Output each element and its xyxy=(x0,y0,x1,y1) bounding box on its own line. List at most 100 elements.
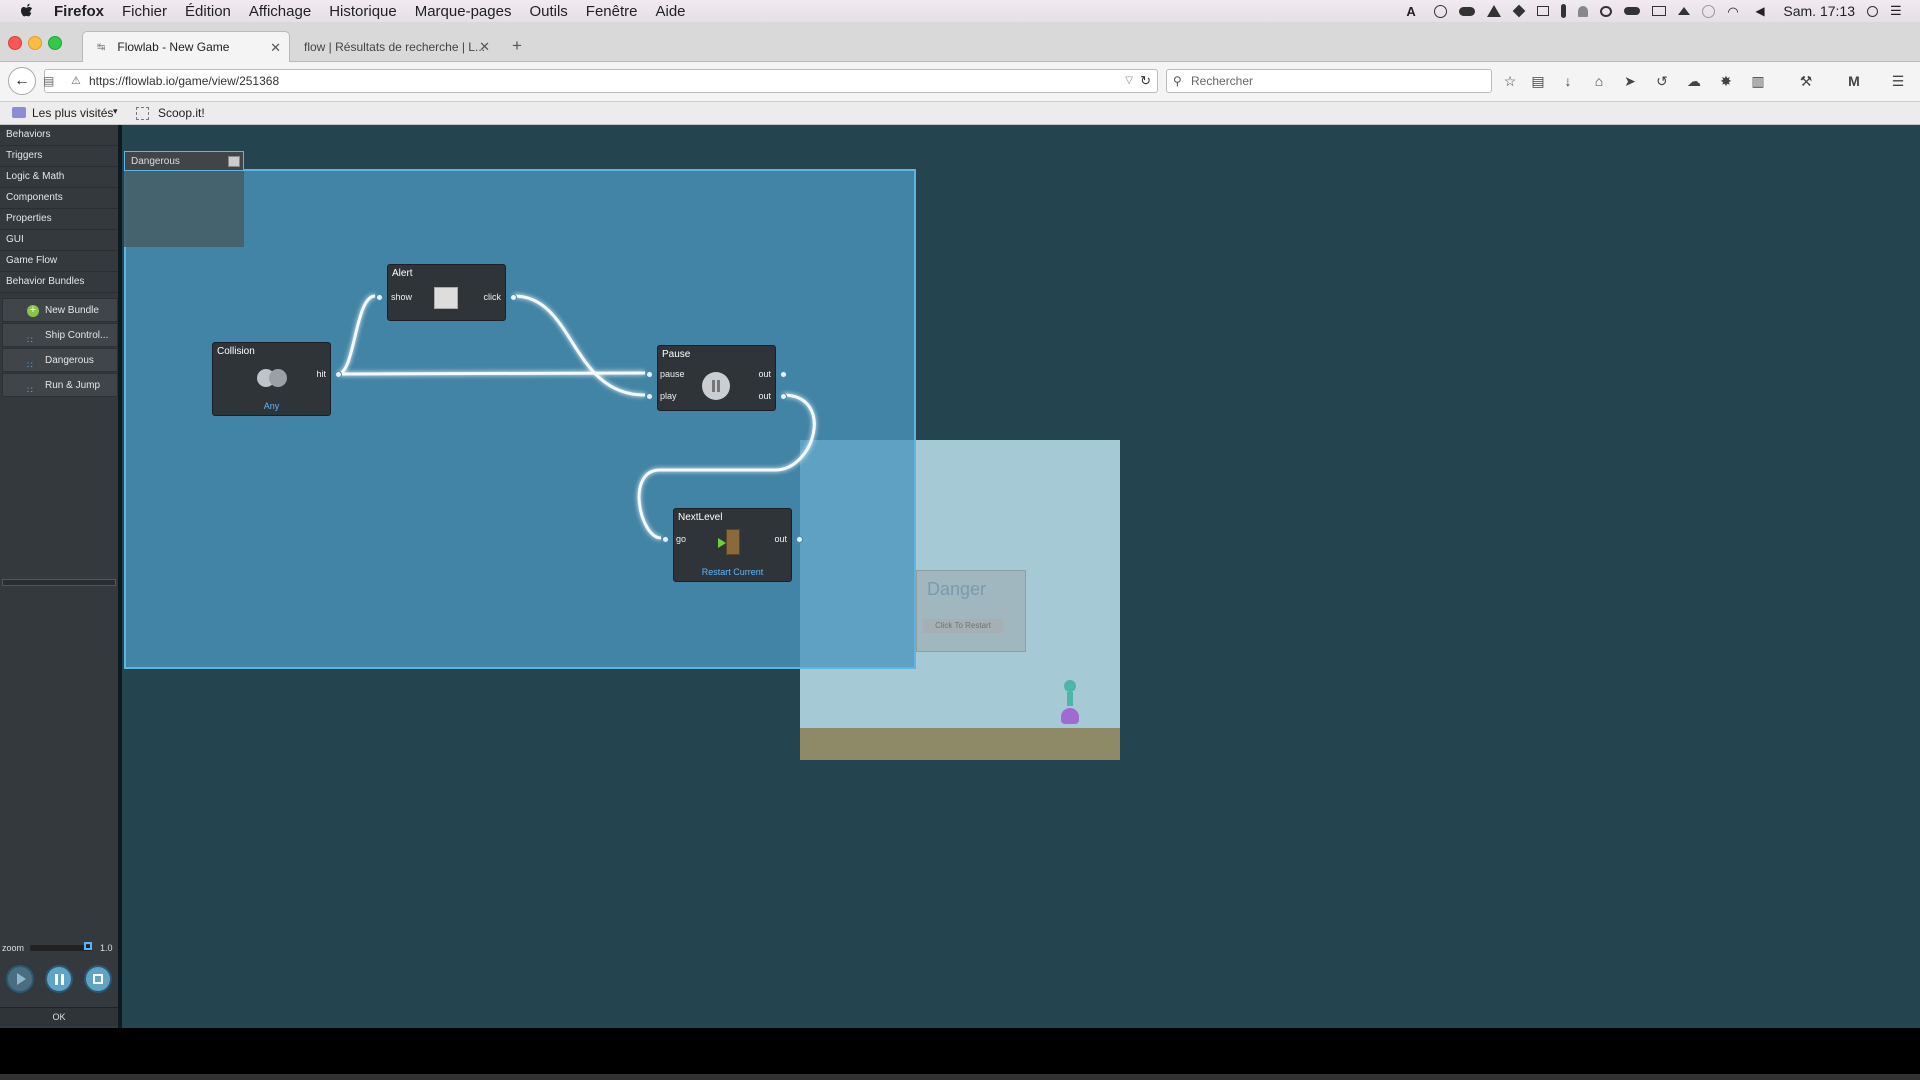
category-triggers[interactable]: Triggers xyxy=(0,146,120,167)
category-logic-math[interactable]: Logic & Math xyxy=(0,167,120,188)
input-dot-play[interactable] xyxy=(646,393,653,400)
collapse-icon[interactable] xyxy=(228,156,240,167)
input-dot-pause[interactable] xyxy=(646,371,653,378)
pause-button[interactable] xyxy=(45,965,73,993)
menu-app-name[interactable]: Firefox xyxy=(54,2,105,20)
bundle-run-jump[interactable]: ∷ Run & Jump xyxy=(2,373,118,397)
icloud-icon[interactable] xyxy=(1624,7,1641,15)
bookmark-most-visited[interactable]: Les plus visités xyxy=(32,106,114,120)
close-window-button[interactable] xyxy=(8,36,22,50)
security-warning-icon[interactable]: ⚠ xyxy=(71,75,81,87)
input-dot[interactable] xyxy=(376,294,383,301)
cloud-icon[interactable] xyxy=(1459,6,1476,16)
creative-cloud-icon[interactable] xyxy=(1600,5,1613,17)
extension-icon[interactable]: ✸ xyxy=(1720,73,1732,89)
bookmark-scoopit[interactable]: Scoop.it! xyxy=(158,106,205,120)
new-tab-icon[interactable]: + xyxy=(512,36,522,55)
restart-button[interactable]: Click To Restart xyxy=(923,619,1003,633)
category-behaviors[interactable]: Behaviors xyxy=(0,125,120,146)
downloads-icon[interactable]: ↓ xyxy=(1564,73,1572,89)
browser-nav-bar: ← ▤ ⚠ https://flowlab.io/game/view/25136… xyxy=(0,62,1920,102)
category-components[interactable]: Components xyxy=(0,188,120,209)
pause-node[interactable]: Pause pause play out out xyxy=(646,345,787,411)
close-tab-icon[interactable]: ✕ xyxy=(270,40,281,55)
volume-icon[interactable]: ◀ xyxy=(1755,4,1765,18)
bundle-ship-control[interactable]: ∷ Ship Control... xyxy=(2,323,118,347)
bell-icon[interactable] xyxy=(1578,5,1589,17)
menu-outils[interactable]: Outils xyxy=(529,2,568,20)
spotlight-search-icon[interactable] xyxy=(1867,5,1878,17)
m-extension-icon[interactable]: M xyxy=(1848,73,1860,89)
time-machine-icon[interactable] xyxy=(1702,4,1716,18)
ok-button[interactable]: OK xyxy=(0,1007,118,1026)
clock[interactable]: Sam. 17:13 xyxy=(1783,3,1855,19)
zoom-slider-handle[interactable] xyxy=(84,942,92,950)
stop-icon xyxy=(93,974,103,984)
menu-fichier[interactable]: Fichier xyxy=(122,2,168,20)
input-dot[interactable] xyxy=(662,536,669,543)
reader-view-icon[interactable]: ▤ xyxy=(43,74,55,88)
apple-icon[interactable] xyxy=(20,3,34,19)
search-field[interactable]: ⚲ Rechercher xyxy=(1166,69,1492,93)
wifi-icon[interactable]: ◠ xyxy=(1727,4,1739,19)
tools-icon[interactable]: ⚒ xyxy=(1799,73,1813,89)
notification-center-icon[interactable]: ☰ xyxy=(1890,3,1902,18)
adobe-icon[interactable]: A xyxy=(1406,4,1416,19)
nextlevel-node[interactable]: NextLevel go out Restart Current xyxy=(662,508,803,582)
category-properties[interactable]: Properties xyxy=(0,209,120,230)
output-dot[interactable] xyxy=(510,294,517,301)
minimize-window-button[interactable] xyxy=(28,36,42,50)
reload-icon[interactable]: ↻ xyxy=(1140,73,1151,88)
sidebar-scrollbar[interactable] xyxy=(2,579,116,586)
home-icon[interactable]: ⌂ xyxy=(1594,73,1604,89)
address-bar[interactable]: ▤ ⚠ https://flowlab.io/game/view/251368 … xyxy=(43,69,1158,93)
dropbox-icon[interactable] xyxy=(1513,4,1526,18)
category-behavior-bundles[interactable]: Behavior Bundles xyxy=(0,272,120,293)
bundle-dangerous[interactable]: ∷ Dangerous xyxy=(2,348,118,372)
bookmark-star-icon[interactable]: ☆ xyxy=(1503,73,1517,89)
chevron-down-icon[interactable]: ▾ xyxy=(113,106,118,116)
play-button[interactable] xyxy=(6,965,34,993)
collision-target-link[interactable]: Any xyxy=(263,401,280,411)
microphone-icon[interactable] xyxy=(1561,4,1567,18)
dropdown-arrow-icon[interactable]: ▽ xyxy=(1125,75,1133,86)
stop-button[interactable] xyxy=(84,965,112,993)
category-game-flow[interactable]: Game Flow xyxy=(0,251,120,272)
tab-search-results[interactable]: flow | Résultats de recherche | L... ✕ xyxy=(290,31,498,62)
collision-node[interactable]: Collision hit Any xyxy=(212,342,342,416)
macos-menubar: Firefox Fichier Édition Affichage Histor… xyxy=(0,0,1920,22)
send-icon[interactable]: ➤ xyxy=(1624,73,1636,89)
zoom-window-button[interactable] xyxy=(48,36,62,50)
hamburger-menu-icon[interactable]: ☰ xyxy=(1891,73,1905,89)
menu-affichage[interactable]: Affichage xyxy=(248,2,312,20)
clipboard-icon[interactable]: ▥ xyxy=(1751,73,1765,89)
close-tab-icon[interactable]: ✕ xyxy=(479,39,490,54)
airplay-icon[interactable] xyxy=(1652,6,1667,16)
menu-historique[interactable]: Historique xyxy=(329,2,397,20)
menu-aide[interactable]: Aide xyxy=(655,2,686,20)
back-button[interactable]: ← xyxy=(8,67,36,95)
inbox-icon[interactable] xyxy=(1537,6,1550,16)
chat-icon[interactable]: ☁ xyxy=(1687,73,1701,89)
zoom-slider[interactable] xyxy=(30,945,92,951)
history-icon[interactable]: ↺ xyxy=(1656,73,1668,89)
menu-marque-pages[interactable]: Marque-pages xyxy=(414,2,512,20)
alert-node[interactable]: Alert show click xyxy=(376,264,517,321)
checkmark-circle-icon[interactable] xyxy=(1434,4,1448,18)
category-gui[interactable]: GUI xyxy=(0,230,120,251)
menu-edition[interactable]: Édition xyxy=(185,2,231,20)
tab-flowlab[interactable]: ↹ Flowlab - New Game ✕ xyxy=(82,31,290,62)
new-bundle-button[interactable]: + New Bundle xyxy=(2,298,118,322)
menu-fenetre[interactable]: Fenêtre xyxy=(585,2,638,20)
port-go: go xyxy=(676,534,687,544)
google-drive-icon[interactable] xyxy=(1487,5,1502,17)
bundle-tab[interactable]: Dangerous xyxy=(124,151,244,171)
player-character[interactable] xyxy=(1060,680,1080,728)
output-dot[interactable] xyxy=(335,371,342,378)
reading-list-icon[interactable]: ▤ xyxy=(1531,73,1545,89)
nextlevel-target-link[interactable]: Restart Current xyxy=(701,567,764,577)
output-dot[interactable] xyxy=(780,371,787,378)
output-dot[interactable] xyxy=(780,393,787,400)
eject-icon[interactable] xyxy=(1678,7,1691,15)
output-dot[interactable] xyxy=(796,536,803,543)
